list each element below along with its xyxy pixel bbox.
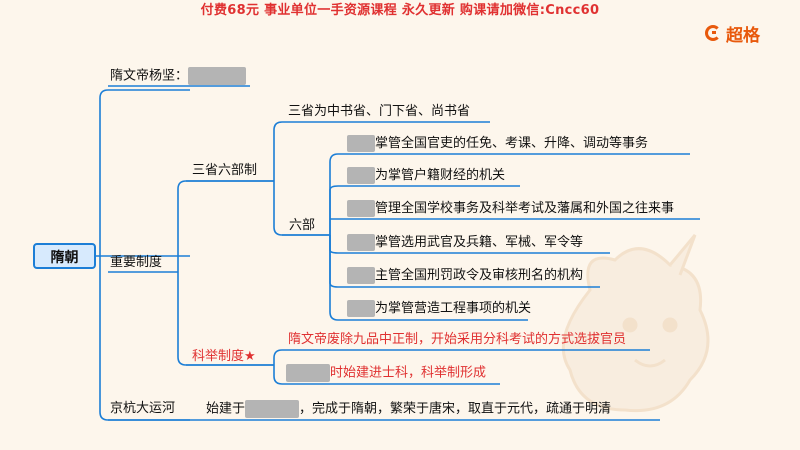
ministry-item-text: 管理全国学校事务及科举考试及藩属和外国之往来事	[375, 201, 675, 216]
six-ministries-node[interactable]: 六部	[289, 218, 316, 233]
hidden-answer-mask	[188, 67, 247, 85]
exam-item[interactable]: 隋文帝废除九品中正制，开始采用分科考试的方式选拔官员	[288, 332, 627, 347]
ministry-item-text: 掌管选用武官及兵籍、军械、军令等	[375, 235, 584, 250]
top-banner: 付费68元 事业单位一手资源课程 永久更新 购课请加微信:Cncc60	[200, 3, 600, 18]
exam-item[interactable]: 时始建进士科，科举制形成	[286, 364, 486, 383]
ministry-item-text: 掌管全国官吏的任免、考课、升降、调动等事务	[375, 136, 649, 151]
exam-system-node[interactable]: 科举制度★	[192, 349, 256, 364]
hidden-answer-mask	[347, 300, 375, 317]
ministry-item[interactable]: 为掌管户籍财经的机关	[347, 167, 505, 185]
hidden-answer-mask	[245, 400, 300, 418]
exam-item-text: 时始建进士科，科举制形成	[330, 365, 487, 381]
canal-node[interactable]: 京杭大运河	[110, 401, 176, 416]
hidden-answer-mask	[347, 167, 375, 184]
hidden-answer-mask	[347, 135, 375, 152]
emperor-label: 隋文帝杨坚：	[110, 68, 189, 84]
three-six-node[interactable]: 三省六部制	[192, 163, 258, 178]
ministry-item[interactable]: 主管全国刑罚政令及审核刑名的机构	[347, 267, 583, 285]
hidden-answer-mask	[347, 234, 375, 251]
canal-prefix: 始建于	[206, 401, 246, 417]
brand-logo: 超格	[705, 22, 760, 46]
canal-desc-text: ，完成于隋朝，繁荣于唐宋，取直于元代，疏通于明清	[299, 401, 612, 417]
ministry-item-text: 主管全国刑罚政令及审核刑名的机构	[375, 268, 584, 283]
ministry-item[interactable]: 为掌管营造工程事项的机关	[347, 300, 531, 318]
canal-desc[interactable]: 始建于 ，完成于隋朝，繁荣于唐宋，取直于元代，疏通于明清	[206, 400, 611, 419]
three-provinces-node[interactable]: 三省为中书省、门下省、尚书省	[288, 104, 471, 119]
hidden-answer-mask	[286, 364, 330, 382]
ministry-item-text: 为掌管户籍财经的机关	[375, 168, 506, 183]
root-node[interactable]: 隋朝	[33, 243, 96, 269]
hidden-answer-mask	[347, 200, 375, 217]
ministry-item[interactable]: 管理全国学校事务及科举考试及藩属和外国之往来事	[347, 200, 674, 218]
ministry-item[interactable]: 掌管选用武官及兵籍、军械、军令等	[347, 234, 583, 252]
ministry-item-text: 为掌管营造工程事项的机关	[375, 301, 532, 316]
logo-text: 超格	[726, 25, 760, 46]
ministry-item[interactable]: 掌管全国官吏的任免、考课、升降、调动等事务	[347, 135, 648, 153]
emperor-node[interactable]: 隋文帝杨坚：	[110, 67, 247, 86]
system-node[interactable]: 重要制度	[110, 255, 163, 270]
hidden-answer-mask	[347, 267, 375, 284]
logo-g-icon	[705, 25, 721, 41]
